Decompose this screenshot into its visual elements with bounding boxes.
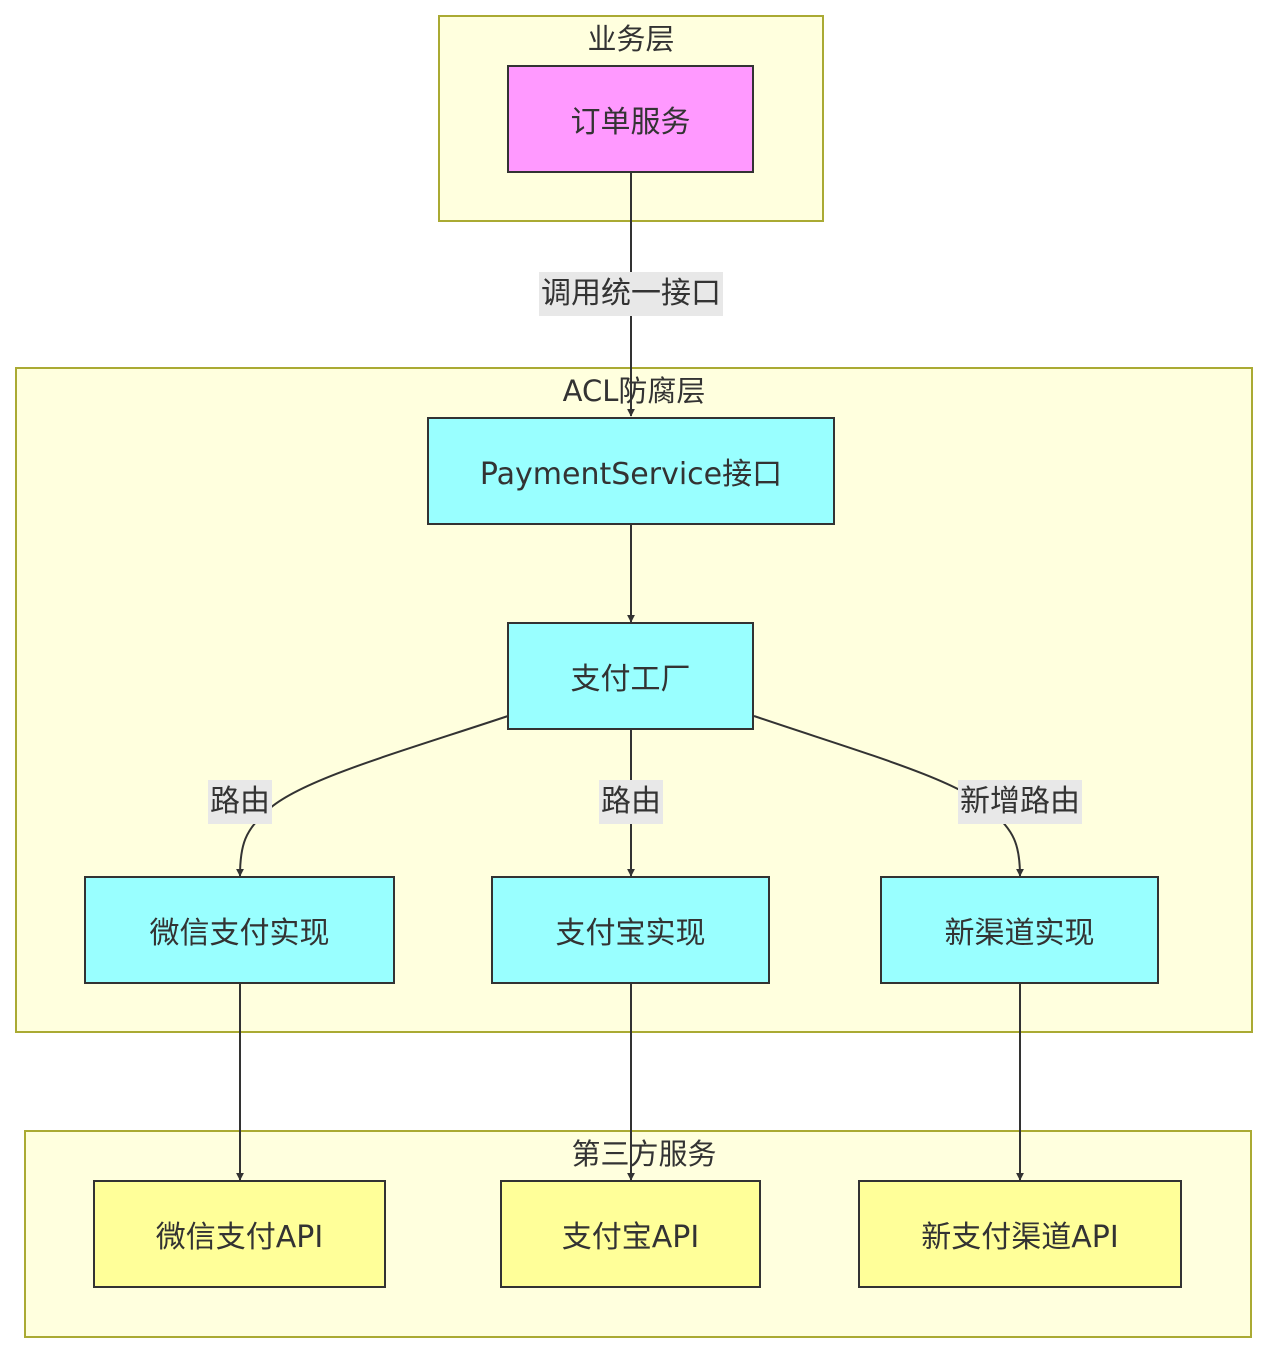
node-payment-factory[interactable]: 支付工厂 (507, 622, 754, 730)
edge-label-route-wechat: 路由 (208, 780, 272, 824)
cluster-title: 业务层 (587, 22, 675, 56)
cluster-title: ACL防腐层 (562, 374, 706, 408)
node-new-channel-impl[interactable]: 新渠道实现 (880, 876, 1159, 984)
node-new-channel-api[interactable]: 新支付渠道API (858, 1180, 1182, 1288)
node-payment-service-interface[interactable]: PaymentService接口 (427, 417, 835, 525)
edge-label-route-new: 新增路由 (958, 780, 1082, 824)
edge-factory-to-wechat (236, 715, 509, 877)
node-order-service[interactable]: 订单服务 (507, 65, 754, 173)
node-wechat-pay-impl[interactable]: 微信支付实现 (84, 876, 395, 984)
node-wechat-pay-api[interactable]: 微信支付API (93, 1180, 386, 1288)
node-alipay-api[interactable]: 支付宝API (500, 1180, 761, 1288)
edge-label-route-alipay: 路由 (599, 780, 663, 824)
node-alipay-impl[interactable]: 支付宝实现 (491, 876, 770, 984)
cluster-title: 第三方服务 (571, 1137, 717, 1171)
edge-label-call-unified-interface: 调用统一接口 (539, 272, 723, 316)
